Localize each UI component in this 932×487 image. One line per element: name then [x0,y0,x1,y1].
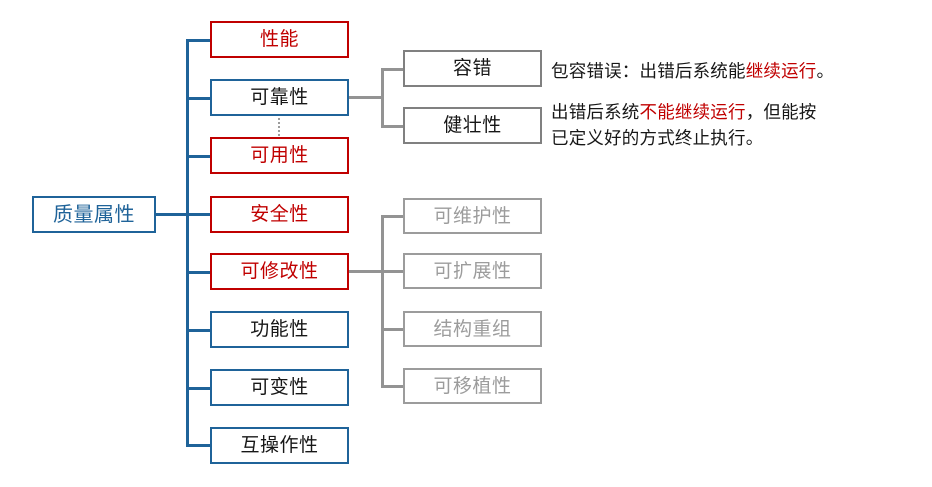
node-portability[interactable]: 可移植性 [403,368,542,404]
node-reliability[interactable]: 可靠性 [210,79,349,116]
node-extensibility[interactable]: 可扩展性 [403,253,542,289]
note-fault-tolerance-highlight: 继续运行 [745,61,817,81]
node-fault-tolerance-label: 容错 [452,58,492,79]
node-robustness-label: 健壮性 [443,115,502,136]
connector-root-to-trunk [156,213,188,216]
node-maintainability[interactable]: 可维护性 [403,198,542,234]
note-robustness-pre: 出错后系统 [551,102,640,122]
node-interoperability-label: 互操作性 [240,435,319,456]
node-extensibility-label: 可扩展性 [433,260,512,282]
node-modifiability-label: 可修改性 [240,261,319,282]
note-robustness-line2: 已定义好的方式终止执行。 [551,128,764,148]
node-robustness[interactable]: 健壮性 [403,107,542,144]
node-fault-tolerance[interactable]: 容错 [403,50,542,87]
note-robustness-highlight: 不能继续运行 [639,102,746,122]
connector-modifiability-stub [349,270,383,273]
node-interoperability[interactable]: 互操作性 [210,427,349,464]
connector-reliability-trunk [381,68,384,128]
node-security[interactable]: 安全性 [210,196,349,233]
note-fault-tolerance: 包容错误：出错后系统能继续运行。 [551,58,834,84]
node-functionality-label: 功能性 [250,319,309,340]
connector-portability [381,385,403,388]
connector-branch-4 [186,213,210,216]
note-fault-tolerance-pre: 包容错误：出错后系统能 [551,61,746,81]
node-restructuring[interactable]: 结构重组 [403,311,542,347]
root-node-label: 质量属性 [53,203,135,226]
node-maintainability-label: 可维护性 [433,205,512,227]
node-reliability-label: 可靠性 [250,87,309,108]
node-variability[interactable]: 可变性 [210,369,349,406]
connector-main-trunk [186,39,189,447]
connector-branch-7 [186,387,210,390]
connector-branch-1 [186,39,210,42]
connector-branch-5 [186,271,210,274]
node-modifiability[interactable]: 可修改性 [210,253,349,290]
root-node-quality-attributes[interactable]: 质量属性 [32,196,156,233]
note-robustness-post: ，但能按 [745,102,817,122]
node-security-label: 安全性 [250,204,309,225]
note-fault-tolerance-post: 。 [816,61,835,81]
node-performance[interactable]: 性能 [210,21,349,58]
note-robustness-line1: 出错后系统不能继续运行，但能按 [551,99,817,125]
node-availability-label: 可用性 [250,145,309,166]
connector-extensibility [381,270,403,273]
node-variability-label: 可变性 [250,377,309,398]
node-functionality[interactable]: 功能性 [210,311,349,348]
connector-branch-3 [186,155,210,158]
connector-fault-tolerance [381,68,403,71]
dotted-separator [278,118,280,136]
connector-robustness [381,125,403,128]
note-robustness: 出错后系统不能继续运行，但能按 已定义好的方式终止执行。 [551,99,817,151]
connector-branch-8 [186,444,210,447]
connector-reliability-stub [349,96,383,99]
connector-branch-6 [186,329,210,332]
connector-branch-2 [186,97,210,100]
connector-restructuring [381,328,403,331]
node-portability-label: 可移植性 [433,375,512,397]
node-performance-label: 性能 [259,29,299,50]
connector-modifiability-trunk [381,215,384,387]
node-restructuring-label: 结构重组 [433,318,512,340]
connector-maintainability [381,215,403,218]
node-availability[interactable]: 可用性 [210,137,349,174]
